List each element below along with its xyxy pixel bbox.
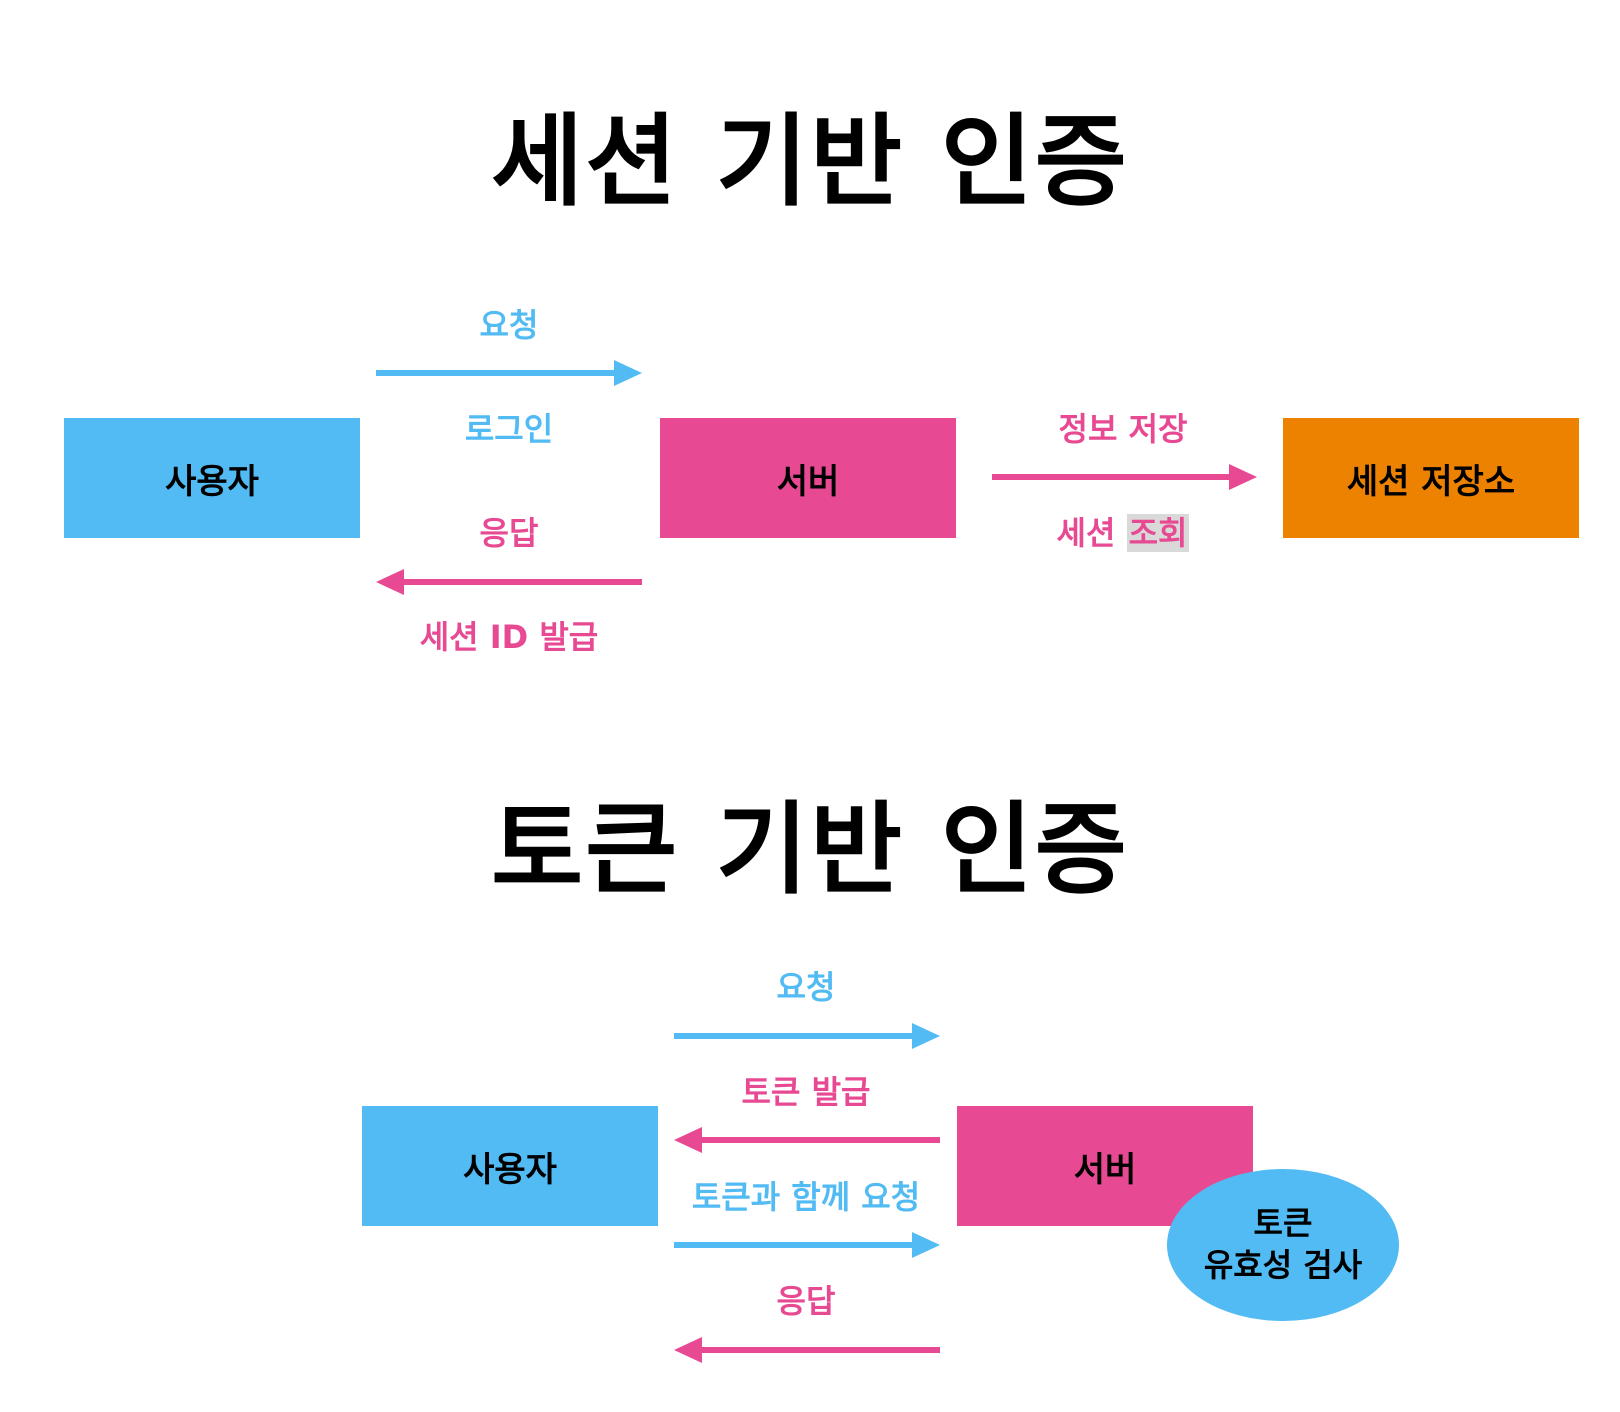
session-user-node: 사용자 <box>64 418 360 538</box>
session-lookup-prefix: 세션 <box>1056 514 1116 552</box>
session-login-label: 로그인 <box>464 410 554 448</box>
session-response-arrow <box>376 569 642 595</box>
session-server-node: 서버 <box>660 418 956 538</box>
token-validation-line1: 토큰 <box>1253 1204 1313 1243</box>
session-title: 세션 기반 인증 <box>491 103 1129 220</box>
token-request-arrow <box>674 1023 940 1049</box>
session-lookup-highlight: 조회 <box>1126 514 1190 552</box>
token-request-with-token-arrow <box>674 1232 940 1258</box>
session-lookup-label: 세션 조회 <box>923 508 1323 554</box>
session-save-info-label: 정보 저장 <box>1058 410 1188 448</box>
session-request-label: 요청 <box>479 306 539 344</box>
token-request-with-token-label: 토큰과 함께 요청 <box>691 1178 921 1216</box>
session-response-label: 응답 <box>479 514 539 552</box>
session-save-arrow <box>992 464 1257 490</box>
session-request-arrow <box>376 360 642 386</box>
token-validation-node: 토큰 유효성 검사 <box>1167 1169 1399 1321</box>
session-store-node: 세션 저장소 <box>1283 418 1579 538</box>
token-validation-line2: 유효성 검사 <box>1203 1246 1363 1284</box>
token-issue-arrow <box>674 1127 940 1153</box>
token-response-arrow <box>674 1337 940 1363</box>
token-issue-label: 토큰 발급 <box>741 1073 871 1111</box>
token-user-node: 사용자 <box>362 1106 658 1226</box>
token-title: 토큰 기반 인증 <box>491 791 1129 908</box>
token-response-label: 응답 <box>776 1282 836 1320</box>
session-issue-id-label: 세션 ID 발급 <box>419 618 599 656</box>
token-request-label: 요청 <box>776 968 836 1006</box>
